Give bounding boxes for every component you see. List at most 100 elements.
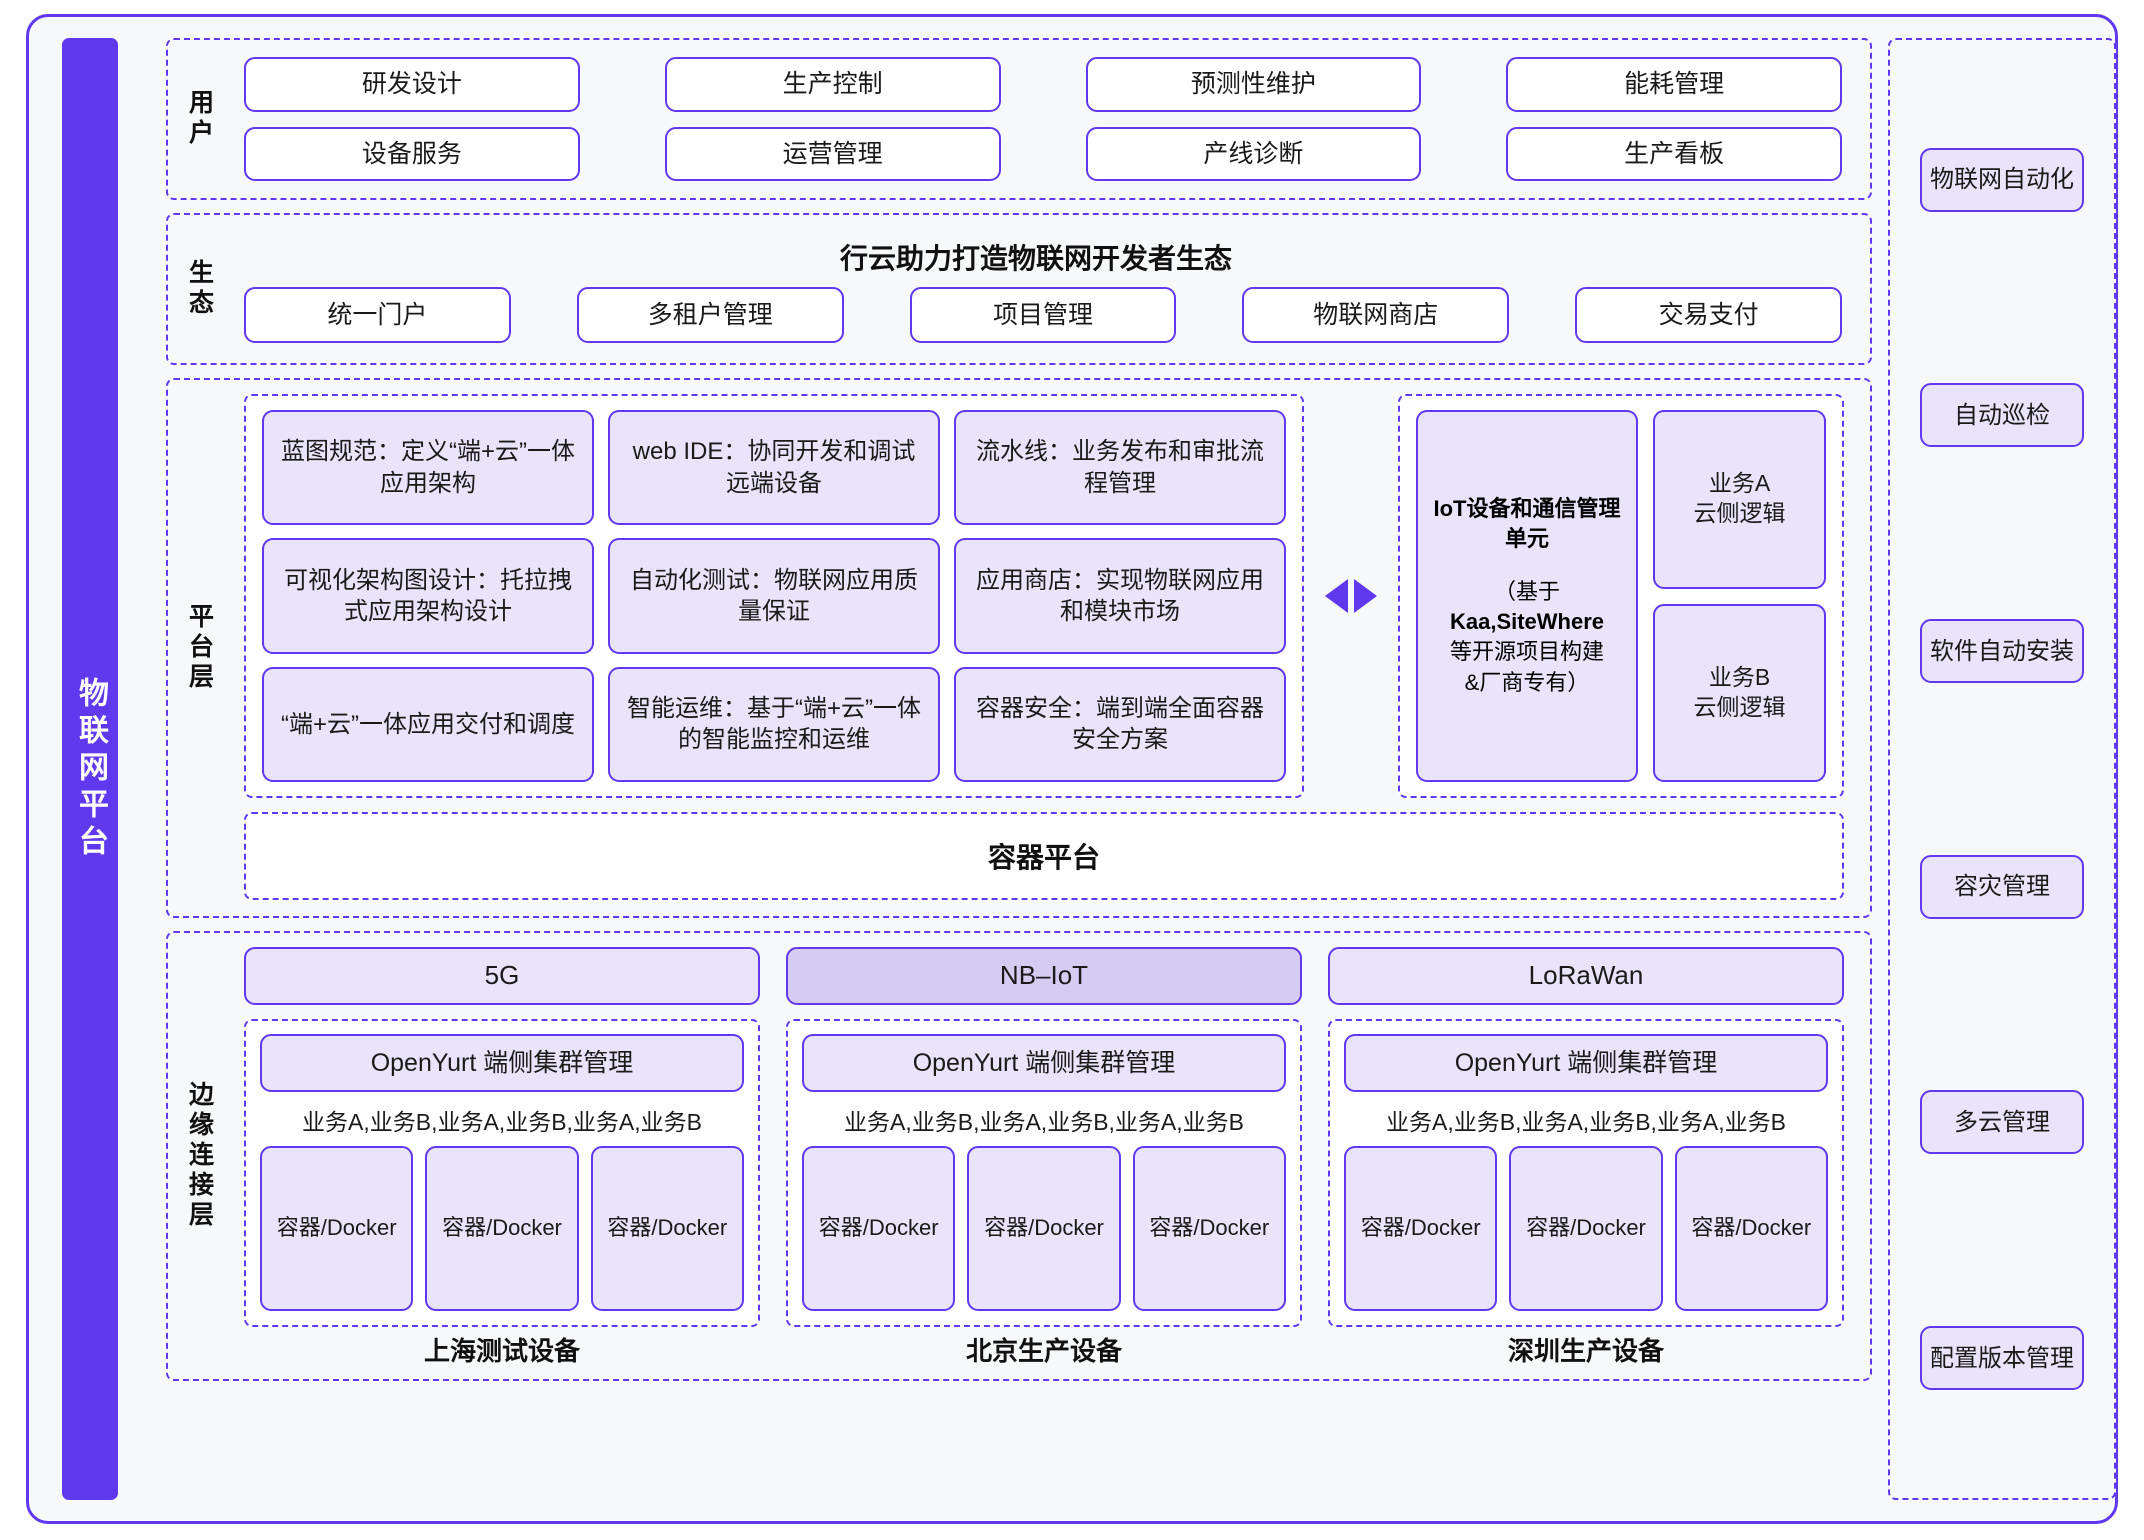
platform-capability[interactable]: 容器安全：端到端全面容器安全方案 bbox=[954, 666, 1286, 782]
docker-container[interactable]: 容器/Docker bbox=[1674, 1146, 1828, 1311]
platform-capability[interactable]: web IDE：协同开发和调试远端设备 bbox=[608, 410, 940, 526]
edge-business-list: 业务A,业务B,业务A,业务B,业务A,业务B bbox=[302, 1109, 702, 1135]
edge-column: 5G OpenYurt 端侧集群管理 业务A,业务B,业务A,业务B,业务A,业… bbox=[244, 947, 760, 1327]
edge-business-list: 业务A,业务B,业务A,业务B,业务A,业务B bbox=[844, 1109, 1244, 1135]
edge-container-row: 容器/Docker 容器/Docker 容器/Docker bbox=[1344, 1146, 1828, 1311]
triangle-left-icon bbox=[1325, 579, 1348, 613]
sidebar-item-config-version[interactable]: 配置版本管理 bbox=[1920, 1326, 2084, 1391]
section-edge-label: 边缘连接层 bbox=[168, 933, 230, 1379]
ecosystem-item[interactable]: 项目管理 bbox=[909, 287, 1177, 343]
section-edge: 边缘连接层 5G OpenYurt 端侧集群管理 业务A,业务B,业务A,业务B… bbox=[166, 931, 1872, 1381]
ecosystem-item[interactable]: 交易支付 bbox=[1575, 287, 1842, 343]
section-user-label: 用户 bbox=[168, 40, 230, 198]
user-app-item[interactable]: 运营管理 bbox=[664, 126, 1001, 181]
platform-capability[interactable]: 自动化测试：物联网应用质量保证 bbox=[608, 538, 940, 654]
docker-container[interactable]: 容器/Docker bbox=[260, 1146, 414, 1311]
sidebar-item-software-auto-install[interactable]: 软件自动安装 bbox=[1920, 619, 2084, 684]
platform-bar-label: 物联网平台 bbox=[74, 676, 107, 862]
cloud-logic-b-line2: 云侧逻辑 bbox=[1693, 693, 1786, 720]
section-platform-body: 蓝图规范：定义“端+云”一体应用架构 web IDE：协同开发和调试远端设备 流… bbox=[230, 380, 1870, 916]
edge-device-card: OpenYurt 端侧集群管理 业务A,业务B,业务A,业务B,业务A,业务B … bbox=[786, 1019, 1302, 1327]
iot-unit-title: IoT设备和通信管理单元 bbox=[1433, 495, 1621, 552]
section-user: 用户 研发设计 生产控制 预测性维护 能耗管理 设备服务 运营管理 产线诊断 生… bbox=[166, 38, 1872, 200]
cloud-logic-a[interactable]: 业务A 云侧逻辑 bbox=[1653, 410, 1826, 589]
platform-capabilities-box: 蓝图规范：定义“端+云”一体应用架构 web IDE：协同开发和调试远端设备 流… bbox=[244, 394, 1304, 798]
docker-container[interactable]: 容器/Docker bbox=[425, 1146, 579, 1311]
section-user-label-text: 用户 bbox=[185, 89, 214, 149]
user-app-item[interactable]: 设备服务 bbox=[244, 126, 580, 181]
docker-container[interactable]: 容器/Docker bbox=[1344, 1146, 1498, 1311]
section-user-body: 研发设计 生产控制 预测性维护 能耗管理 设备服务 运营管理 产线诊断 生产看板 bbox=[230, 40, 1870, 198]
edge-business-list: 业务A,业务B,业务A,业务B,业务A,业务B bbox=[1386, 1109, 1786, 1135]
docker-container[interactable]: 容器/Docker bbox=[1132, 1146, 1286, 1311]
section-platform-label: 平台层 bbox=[168, 380, 230, 916]
user-app-item[interactable]: 预测性维护 bbox=[1085, 57, 1422, 112]
container-platform-bar: 容器平台 bbox=[244, 812, 1844, 900]
edge-container-row: 容器/Docker 容器/Docker 容器/Docker bbox=[802, 1146, 1286, 1311]
edge-network-badge[interactable]: NB–IoT bbox=[786, 947, 1302, 1005]
platform-iot-box: IoT设备和通信管理单元 （基于 Kaa,SiteWhere 等开源项目构建 &… bbox=[1398, 394, 1844, 798]
iot-management-unit[interactable]: IoT设备和通信管理单元 （基于 Kaa,SiteWhere 等开源项目构建 &… bbox=[1416, 410, 1638, 782]
right-sidebar: 物联网自动化 自动巡检 软件自动安装 容灾管理 多云管理 配置版本管理 bbox=[1888, 38, 2116, 1500]
platform-capability[interactable]: 应用商店：实现物联网应用和模块市场 bbox=[954, 538, 1286, 654]
cloud-logic-b-line1: 业务B bbox=[1708, 663, 1771, 690]
section-ecosystem-body: 行云助力打造物联网开发者生态 统一门户 多租户管理 项目管理 物联网商店 交易支… bbox=[230, 215, 1870, 363]
cloud-logic-a-line1: 业务A bbox=[1708, 470, 1771, 497]
section-platform: 平台层 蓝图规范：定义“端+云”一体应用架构 web IDE：协同开发和调试远端… bbox=[166, 378, 1872, 918]
platform-capability[interactable]: 流水线：业务发布和审批流程管理 bbox=[954, 410, 1286, 526]
edge-device-card: OpenYurt 端侧集群管理 业务A,业务B,业务A,业务B,业务A,业务B … bbox=[244, 1019, 760, 1327]
user-app-item[interactable]: 生产控制 bbox=[664, 57, 1001, 112]
cloud-logic-a-line2: 云侧逻辑 bbox=[1693, 500, 1786, 527]
ecosystem-item[interactable]: 统一门户 bbox=[244, 287, 511, 343]
openyurt-cluster-box[interactable]: OpenYurt 端侧集群管理 bbox=[260, 1034, 744, 1092]
edge-columns: 5G OpenYurt 端侧集群管理 业务A,业务B,业务A,业务B,业务A,业… bbox=[244, 947, 1844, 1327]
platform-capability[interactable]: 蓝图规范：定义“端+云”一体应用架构 bbox=[262, 410, 594, 526]
platform-vertical-bar: 物联网平台 bbox=[62, 38, 118, 1500]
edge-device-labels: 上海测试设备 北京生产设备 深圳生产设备 bbox=[244, 1327, 1844, 1371]
openyurt-cluster-box[interactable]: OpenYurt 端侧集群管理 bbox=[802, 1034, 1286, 1092]
ecosystem-item[interactable]: 多租户管理 bbox=[576, 287, 844, 343]
sidebar-item-auto-inspection[interactable]: 自动巡检 bbox=[1920, 383, 2084, 448]
ecosystem-title: 行云助力打造物联网开发者生态 bbox=[839, 243, 1232, 274]
ecosystem-items-row: 统一门户 多租户管理 项目管理 物联网商店 交易支付 bbox=[230, 277, 1842, 347]
edge-device-label: 上海测试设备 bbox=[423, 1335, 580, 1366]
docker-container[interactable]: 容器/Docker bbox=[967, 1146, 1121, 1311]
section-ecosystem: 生态 行云助力打造物联网开发者生态 统一门户 多租户管理 项目管理 物联网商店 … bbox=[166, 213, 1872, 365]
docker-container[interactable]: 容器/Docker bbox=[802, 1146, 956, 1311]
iot-unit-note-3: 等开源项目构建 bbox=[1449, 639, 1604, 665]
edge-network-badge[interactable]: 5G bbox=[244, 947, 760, 1005]
section-edge-label-text: 边缘连接层 bbox=[185, 1081, 214, 1231]
cloud-logic-column: 业务A 云侧逻辑 业务B 云侧逻辑 bbox=[1653, 410, 1826, 782]
user-app-item[interactable]: 研发设计 bbox=[244, 57, 580, 112]
section-ecosystem-label: 生态 bbox=[168, 215, 230, 363]
edge-container-row: 容器/Docker 容器/Docker 容器/Docker bbox=[260, 1146, 744, 1311]
edge-device-card: OpenYurt 端侧集群管理 业务A,业务B,业务A,业务B,业务A,业务B … bbox=[1328, 1019, 1844, 1327]
sidebar-item-multicloud[interactable]: 多云管理 bbox=[1920, 1090, 2084, 1155]
iot-unit-note-4: &厂商专有） bbox=[1464, 669, 1590, 695]
ecosystem-item[interactable]: 物联网商店 bbox=[1242, 287, 1510, 343]
sidebar-item-iot-automation[interactable]: 物联网自动化 bbox=[1920, 147, 2084, 212]
docker-container[interactable]: 容器/Docker bbox=[1509, 1146, 1663, 1311]
docker-container[interactable]: 容器/Docker bbox=[590, 1146, 744, 1311]
iot-unit-note-1: （基于 bbox=[1493, 578, 1560, 604]
user-app-grid: 研发设计 生产控制 预测性维护 能耗管理 设备服务 运营管理 产线诊断 生产看板 bbox=[230, 40, 1870, 198]
platform-capability[interactable]: “端+云”一体应用交付和调度 bbox=[262, 666, 594, 782]
user-app-item[interactable]: 产线诊断 bbox=[1085, 126, 1422, 181]
edge-network-badge[interactable]: LoRaWan bbox=[1328, 947, 1844, 1005]
sidebar-item-disaster-recovery[interactable]: 容灾管理 bbox=[1920, 854, 2084, 919]
section-platform-label-text: 平台层 bbox=[185, 603, 214, 693]
iot-unit-note-2: Kaa,SiteWhere bbox=[1449, 609, 1605, 634]
openyurt-cluster-box[interactable]: OpenYurt 端侧集群管理 bbox=[1344, 1034, 1828, 1092]
triangle-right-icon bbox=[1354, 579, 1377, 613]
section-ecosystem-label-text: 生态 bbox=[185, 259, 214, 319]
edge-device-label: 北京生产设备 bbox=[965, 1335, 1122, 1366]
platform-top-row: 蓝图规范：定义“端+云”一体应用架构 web IDE：协同开发和调试远端设备 流… bbox=[244, 394, 1844, 798]
user-app-item[interactable]: 能耗管理 bbox=[1506, 57, 1842, 112]
platform-capability[interactable]: 可视化架构图设计：托拉拽式应用架构设计 bbox=[262, 538, 594, 654]
center-column: 用户 研发设计 生产控制 预测性维护 能耗管理 设备服务 运营管理 产线诊断 生… bbox=[166, 38, 1872, 1500]
platform-capability[interactable]: 智能运维：基于“端+云”一体的智能监控和运维 bbox=[608, 666, 940, 782]
cloud-logic-b[interactable]: 业务B 云侧逻辑 bbox=[1653, 603, 1826, 782]
user-app-item[interactable]: 生产看板 bbox=[1506, 126, 1842, 181]
platform-bidirectional-arrow bbox=[1304, 394, 1398, 798]
